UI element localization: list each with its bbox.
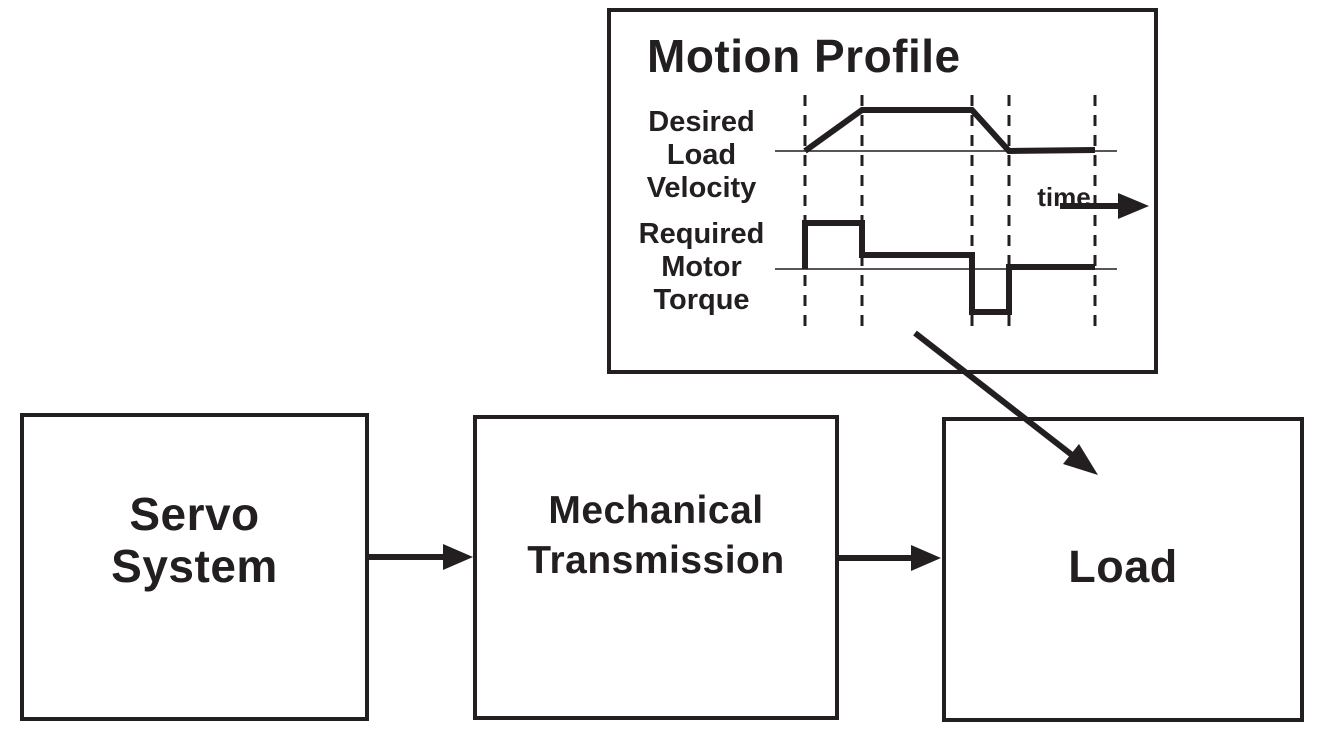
mech-to-load-arrow-head-icon: [911, 545, 941, 571]
torque-axis-label: Required Motor Torque: [624, 218, 779, 317]
mechanical-transmission-block: Mechanical Transmission: [473, 415, 839, 720]
servo-label-line-2: System: [111, 540, 278, 592]
motion-profile-panel: Motion Profile Desired Load Velocity Req…: [607, 8, 1158, 374]
motion-profile-title: Motion Profile: [647, 30, 961, 82]
servo-label-line-1: Servo: [129, 488, 260, 540]
load-label: Load: [946, 541, 1300, 593]
time-axis-label: time: [1037, 182, 1091, 212]
servo-system-block: Servo System: [20, 413, 369, 721]
velocity-label-line-2: Load: [666, 139, 737, 171]
torque-label-line-1: Required: [638, 218, 765, 250]
servo-system-label: Servo System: [24, 488, 365, 592]
load-label-line-1: Load: [1068, 541, 1178, 592]
velocity-axis-label: Desired Load Velocity: [624, 106, 779, 205]
torque-label-line-2: Motor: [661, 251, 742, 283]
velocity-label-line-3: Velocity: [646, 172, 757, 204]
torque-label-line-3: Torque: [653, 284, 750, 316]
mechanical-label-line-1: Mechanical: [548, 489, 764, 532]
velocity-label-line-1: Desired: [648, 106, 755, 138]
mechanical-label-line-2: Transmission: [527, 539, 785, 582]
servo-to-mech-arrow-head-icon: [443, 544, 473, 570]
load-block: Load: [942, 417, 1304, 722]
mechanical-transmission-label: Mechanical Transmission: [477, 486, 835, 586]
